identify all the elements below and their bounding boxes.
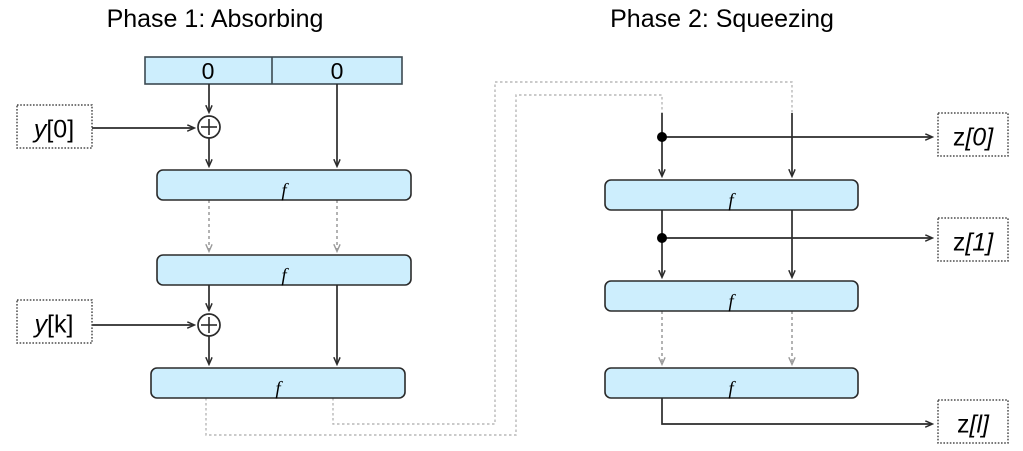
input-box-yk[interactable]: y[k]: [16, 299, 93, 344]
input-label-y0: y[0]: [32, 116, 74, 144]
output-box-rect: [937, 217, 1009, 262]
permutation-block-p2-f2: f: [604, 280, 859, 313]
state-bar-rate: [144, 56, 403, 85]
block-rect: [156, 169, 412, 201]
block-label: f: [281, 181, 289, 202]
permutation-block-p2-f3: f: [604, 367, 859, 400]
permutation-block-p1-f3: f: [150, 367, 406, 400]
block-rect: [604, 280, 859, 312]
state-cell-capacity-value: 0: [331, 58, 344, 84]
xor-gate-y0: [197, 115, 221, 139]
permutation-block-p1-f1: f: [156, 169, 412, 202]
block-rect: [156, 254, 412, 286]
input-label-y0-var: y: [32, 116, 48, 144]
permutation-block-p2-f1: f: [604, 179, 859, 212]
block-rect: [604, 179, 859, 211]
output-label-z0-index: [0]: [964, 124, 994, 152]
junction-dot-z1: [657, 233, 667, 243]
block-rect: [604, 367, 859, 399]
output-label-z0: z[0]: [953, 124, 994, 152]
output-box-z0[interactable]: z[0]: [937, 112, 1009, 157]
input-label-y0-index: [0]: [46, 116, 74, 144]
permutation-block-p1-f2: f: [156, 254, 412, 287]
junction-dot-z0: [657, 132, 667, 142]
block-label: f: [281, 266, 289, 287]
block-label: f: [728, 379, 736, 400]
output-box-rect: [937, 112, 1009, 157]
state-cell-rate-value: 0: [202, 58, 215, 84]
input-label-yk: y[k]: [33, 311, 74, 339]
block-label: f: [728, 292, 736, 313]
xor-gate-yk: [197, 313, 221, 337]
feedback-wire-outer: [205, 94, 663, 436]
input-box-y0[interactable]: y[0]: [16, 104, 93, 149]
output-label-z1: z[1]: [953, 229, 994, 257]
output-box-rect: [937, 399, 1009, 444]
output-label-z1-index: [1]: [964, 229, 994, 257]
output-box-zl[interactable]: z[l]: [937, 399, 1009, 444]
wire-p2-f3-to-zl: [661, 398, 932, 424]
block-rect: [150, 367, 406, 399]
feedback-wire-inner: [332, 81, 793, 425]
output-label-zl-var: z: [957, 411, 970, 439]
block-label: f: [275, 379, 283, 400]
output-label-z0-var: z: [953, 124, 966, 152]
phase2-title: Phase 2: Squeezing: [610, 5, 834, 33]
output-label-z1-var: z: [953, 229, 966, 257]
input-label-yk-var: y: [33, 311, 49, 339]
input-label-yk-index: [k]: [47, 311, 73, 339]
output-label-zl-index: [l]: [969, 411, 991, 439]
output-label-zl: z[l]: [957, 411, 990, 439]
output-box-z1[interactable]: z[1]: [937, 217, 1009, 262]
phase1-title: Phase 1: Absorbing: [107, 5, 324, 33]
block-label: f: [728, 191, 736, 212]
input-box-rect: [16, 299, 93, 344]
input-box-rect: [16, 104, 93, 149]
